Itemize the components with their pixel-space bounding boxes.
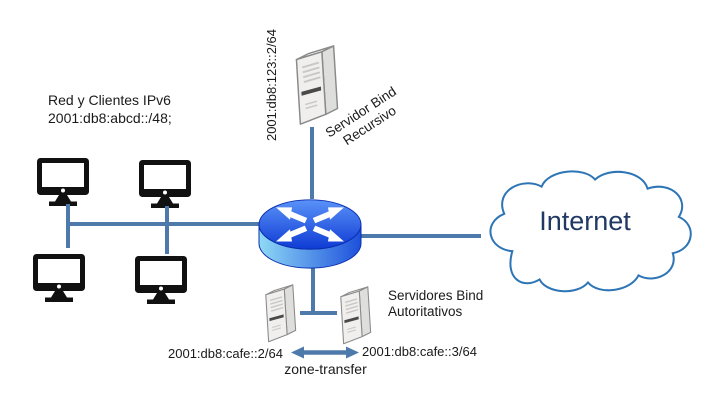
authoritative-servers-label: Servidores Bind Autoritativos	[388, 288, 483, 320]
authoritative-servers-label-line1: Servidores Bind	[388, 288, 484, 303]
recursive-server-icon	[286, 42, 346, 130]
zone-transfer-label: zone-transfer	[284, 361, 367, 377]
auth-server-right-ip-label: 2001:db8:cafe::3/64	[362, 344, 477, 359]
workstation-icon	[134, 255, 188, 305]
auth-server-left-ip-label: 2001:db8:cafe::2/64	[168, 346, 283, 361]
authoritative-servers-label-line2: Autoritativos	[388, 304, 463, 319]
auth-servers-bridge-line	[300, 311, 337, 315]
client-network-label: Red y Clientes IPv6 2001:db8:abcd::/48;	[48, 92, 172, 127]
authoritative-server-left-icon	[257, 282, 303, 346]
client-drop-line-left	[66, 204, 70, 248]
workstation-icon	[36, 157, 90, 207]
client-bus-line	[67, 222, 262, 226]
router-internet-line	[361, 234, 481, 238]
router-icon	[258, 199, 362, 269]
router-auth-servers-line	[311, 264, 315, 314]
zone-transfer-arrow-icon	[291, 346, 359, 359]
client-network-label-line1: Red y Clientes IPv6	[48, 92, 171, 108]
workstation-icon	[32, 253, 86, 303]
authoritative-server-right-icon	[332, 284, 378, 348]
recursive-server-uplink-line	[310, 127, 314, 199]
internet-label: Internet	[539, 206, 631, 236]
client-drop-line-right	[165, 206, 169, 254]
workstation-icon	[138, 159, 192, 209]
cloud-icon	[489, 170, 692, 293]
client-network-label-line2: 2001:db8:abcd::/48;	[48, 109, 172, 126]
recursive-server-ip-label: 2001:db8:123::2/64	[264, 28, 279, 142]
